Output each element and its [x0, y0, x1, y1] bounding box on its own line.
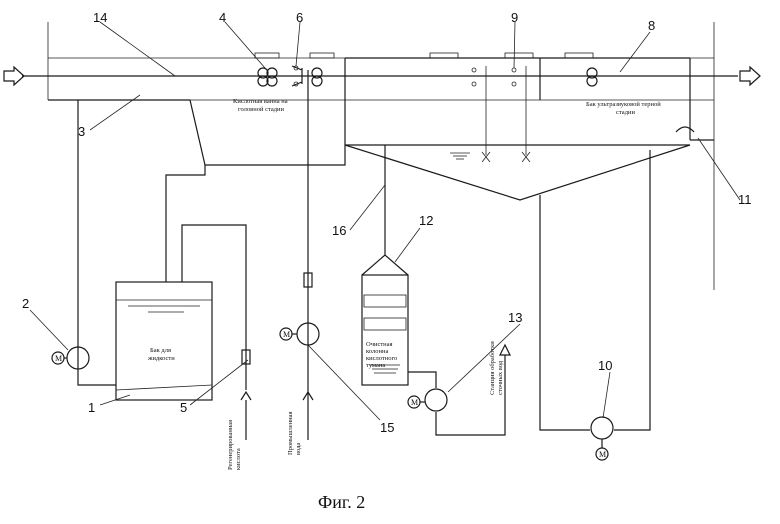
rinse-cover-2: [505, 53, 533, 58]
wastewater-label: Станция обработки сточных вод: [489, 341, 504, 395]
label-12: 12: [419, 213, 433, 228]
leader-4: [225, 22, 265, 68]
label-14: 14: [93, 10, 107, 25]
label-8: 8: [648, 18, 655, 33]
acid-bath-label-2: головной стадии: [238, 106, 285, 113]
leader-9: [514, 22, 515, 68]
nozzle-9c: [512, 68, 516, 72]
label-16: 16: [332, 223, 346, 238]
motor-2-label: M: [55, 354, 62, 363]
leader-5: [190, 360, 248, 405]
regen-acid-pipe: [182, 225, 246, 390]
acid-pump-line: [78, 100, 116, 385]
label-6: 6: [296, 10, 303, 25]
leader-10: [603, 372, 610, 418]
scrubber-label-1: Очистная: [366, 341, 393, 348]
overflow-weir-11: [676, 127, 694, 132]
return-pipe: [614, 150, 650, 430]
pump-10: [591, 417, 613, 439]
scrubber-label-2: колонна: [366, 348, 388, 355]
motor-13-label: M: [411, 398, 418, 407]
label-3: 3: [78, 124, 85, 139]
leader-14: [100, 22, 175, 76]
label-11: 11: [738, 192, 752, 207]
acid-bath-cover-2: [310, 53, 334, 58]
label-1: 1: [88, 400, 95, 415]
nozzle-9a: [472, 68, 476, 72]
rinse-bath-label-2: стадии: [616, 109, 635, 116]
drain-pipe: [540, 195, 590, 430]
packing-1: [364, 295, 406, 307]
label-2: 2: [22, 296, 29, 311]
pump-13: [425, 389, 447, 411]
regen-acid-arrow: [241, 392, 251, 400]
tank-label-1: Бак для: [150, 347, 171, 354]
acid-bath-label-1: Кислотная ванна на: [233, 98, 288, 105]
motor-10-label: M: [599, 450, 606, 459]
process-water-label: Промышленная вода: [287, 411, 302, 455]
strip-outlet-arrow: [740, 67, 760, 85]
nozzle-9b: [472, 82, 476, 86]
svg-text:сточных вод: сточных вод: [497, 360, 504, 395]
label-13: 13: [508, 310, 522, 325]
figure-caption: Фиг. 2: [318, 492, 365, 512]
tank-label-2: жидкости: [147, 355, 175, 362]
wastewater-arrow: [500, 345, 510, 355]
scrubber-label-4: тумана: [366, 362, 385, 369]
label-4: 4: [219, 10, 226, 25]
packing-2: [364, 318, 406, 330]
acid-bath-outline: [48, 58, 345, 165]
rinse-bath-hopper: [345, 145, 690, 200]
svg-text:Промышленная: Промышленная: [287, 411, 294, 455]
scrubber-label-3: кислотного: [366, 355, 397, 362]
acid-return-pipe: [166, 165, 205, 282]
leader-13: [448, 324, 520, 392]
leader-12: [395, 228, 420, 262]
label-15: 15: [380, 420, 394, 435]
label-5: 5: [180, 400, 187, 415]
regen-acid-label: Регенерированная кислота: [227, 420, 242, 470]
label-9: 9: [511, 10, 518, 25]
leader-8: [620, 32, 650, 72]
svg-text:кислота: кислота: [235, 448, 242, 470]
acid-bath-cover-1: [255, 53, 279, 58]
leader-6: [296, 22, 300, 66]
strip-inlet-arrow: [4, 67, 24, 85]
leader-11: [698, 138, 740, 200]
svg-text:Регенерированная: Регенерированная: [227, 420, 234, 470]
label-10: 10: [598, 358, 612, 373]
nozzle-9d: [512, 82, 516, 86]
leader-2: [30, 310, 68, 350]
rinse-bath-label-1: Бак ультразвуковой терной: [586, 101, 661, 108]
svg-text:Станция обработки: Станция обработки: [489, 341, 496, 395]
leader-16: [350, 185, 385, 230]
svg-text:вода: вода: [295, 443, 302, 455]
rinse-cover-1: [430, 53, 458, 58]
rinse-cover-3: [565, 53, 593, 58]
scrubber-cap: [362, 255, 408, 275]
motor-15-label: M: [283, 330, 290, 339]
